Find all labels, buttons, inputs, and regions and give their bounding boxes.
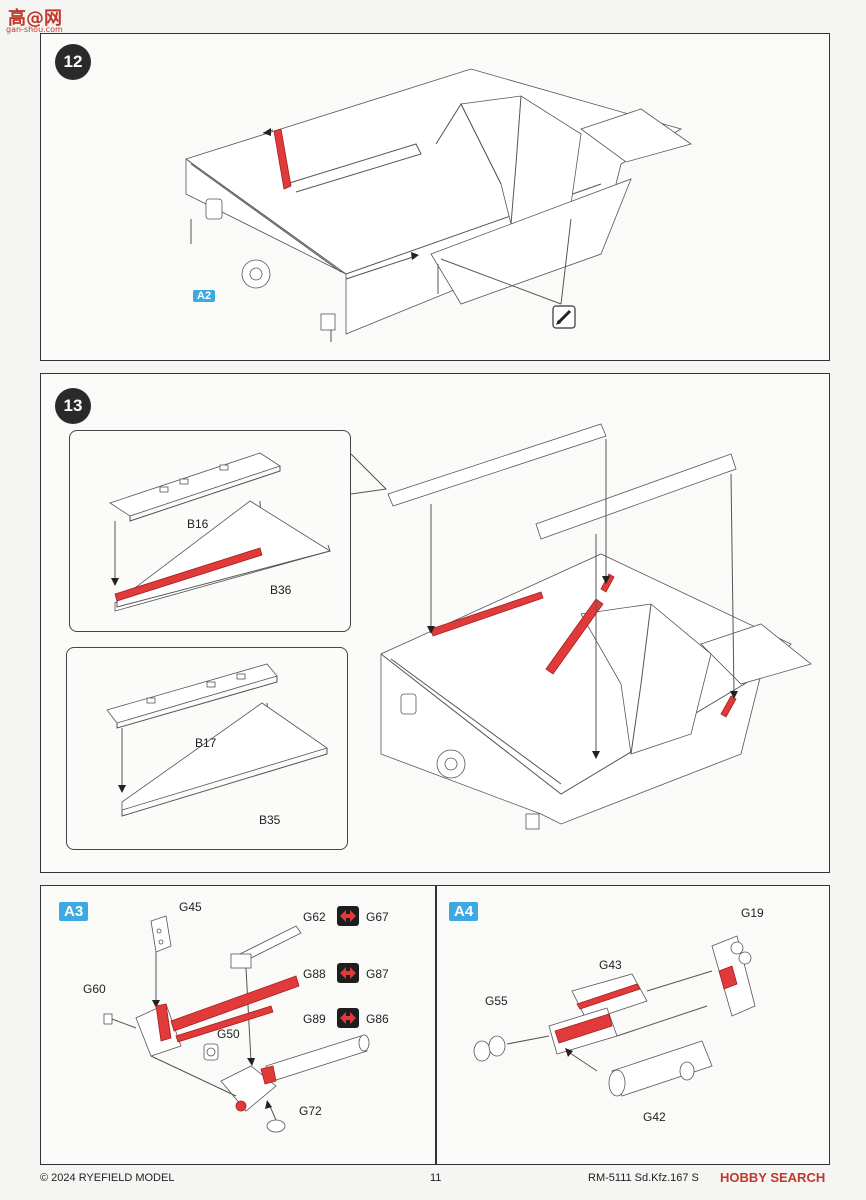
label-g19: G19 bbox=[741, 906, 764, 920]
g89-to-g86-arrow-icon bbox=[337, 1008, 359, 1028]
footer-page-number: 11 bbox=[430, 1172, 442, 1184]
inset-b16-b36-drawing bbox=[109, 452, 331, 612]
label-g55: G55 bbox=[485, 994, 508, 1008]
label-g45: G45 bbox=[179, 900, 202, 914]
footer-watermark: HOBBY SEARCH bbox=[720, 1170, 826, 1185]
logo-text: 高@网 bbox=[8, 8, 62, 29]
label-g87: G87 bbox=[366, 967, 389, 981]
inset-b16-b36: B16 B36 bbox=[69, 430, 351, 632]
label-g60: G60 bbox=[83, 982, 106, 996]
label-g67: G67 bbox=[366, 910, 389, 924]
label-b17: B17 bbox=[195, 736, 217, 750]
g62-to-g67-arrow-icon bbox=[337, 906, 359, 926]
label-g88: G88 bbox=[303, 967, 326, 981]
label-g42: G42 bbox=[643, 1110, 666, 1124]
step-13-hull-drawing bbox=[380, 423, 812, 830]
site-logo: 高@网 gan-shou.com bbox=[4, 4, 74, 34]
label-g62: G62 bbox=[303, 910, 326, 924]
label-b36: B36 bbox=[270, 583, 292, 597]
a2-callout: A2 bbox=[193, 290, 216, 302]
label-b35: B35 bbox=[259, 813, 281, 827]
inset-b17-b35: B17 B35 bbox=[66, 647, 348, 850]
label-g86: G86 bbox=[366, 1012, 389, 1026]
footer-copyright: © 2024 RYEFIELD MODEL bbox=[40, 1172, 175, 1184]
step-12-badge: 12 bbox=[55, 44, 91, 80]
inset-b17-b35-drawing bbox=[106, 663, 328, 817]
a3-badge: A3 bbox=[59, 902, 89, 921]
a4-badge: A4 bbox=[449, 902, 479, 921]
label-g50: G50 bbox=[217, 1027, 240, 1041]
footer-product-code: RM-5111 Sd.Kfz.167 S bbox=[588, 1172, 699, 1184]
step-13-panel: 13 B16 B36 bbox=[40, 373, 830, 873]
label-g43: G43 bbox=[599, 958, 622, 972]
a4-drawing bbox=[473, 935, 756, 1097]
step-12-hull-drawing bbox=[185, 68, 692, 342]
a3-drawing bbox=[103, 915, 370, 1133]
step-12-panel: 12 A2 bbox=[40, 33, 830, 361]
a3-panel: A3 G45 G62 bbox=[40, 885, 436, 1165]
label-b16: B16 bbox=[187, 517, 209, 531]
step-13-badge: 13 bbox=[55, 388, 91, 424]
inset-callout-pointer bbox=[350, 453, 388, 495]
label-g89: G89 bbox=[303, 1012, 326, 1026]
label-g72: G72 bbox=[299, 1104, 322, 1118]
logo-subtext: gan-shou.com bbox=[6, 25, 63, 34]
g88-to-g87-arrow-icon bbox=[337, 963, 359, 983]
a4-panel: A4 G19 G43 G55 G42 bbox=[436, 885, 830, 1165]
